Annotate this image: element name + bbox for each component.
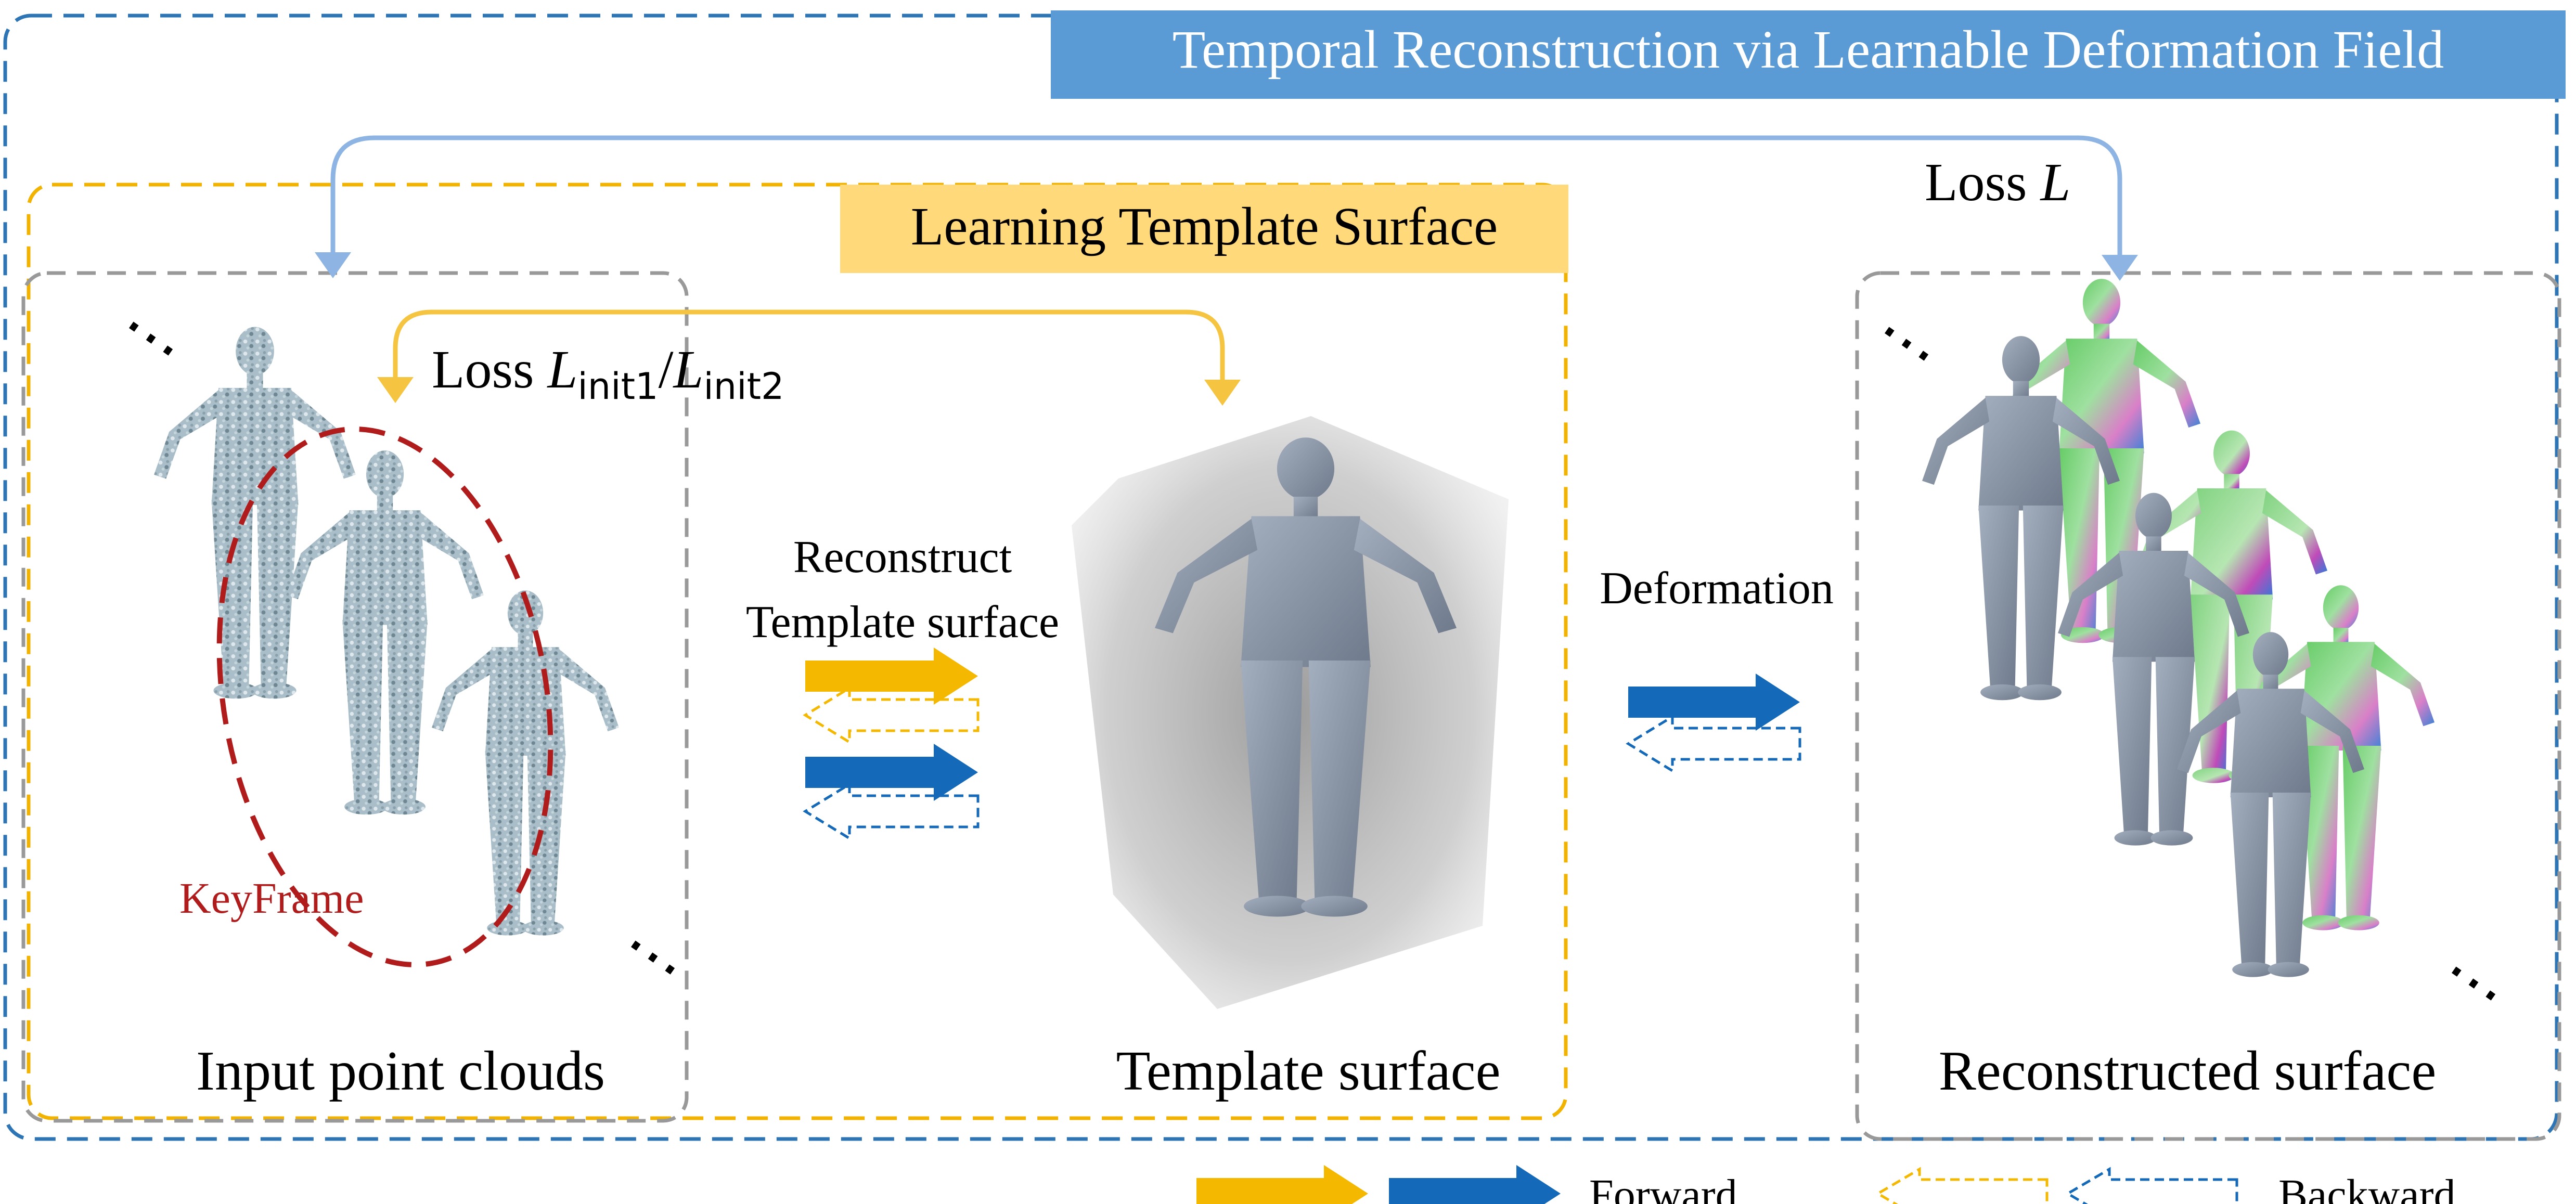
outer-section-title-box xyxy=(1051,10,2566,99)
loss-init-arrow xyxy=(393,309,1225,380)
legend-forward-label: Forward xyxy=(1589,1171,1737,1204)
input-panel-border xyxy=(21,271,689,1123)
legend-backward-label: Backward xyxy=(2278,1171,2456,1204)
reconstructed-ellipsis-top: ⋯ xyxy=(1862,296,1953,389)
reconstruct-label-line1: Reconstruct xyxy=(793,532,1012,582)
point-cloud-figures xyxy=(154,327,619,936)
reconstruct-arrows xyxy=(803,648,980,841)
loss-init-arrowhead-right xyxy=(1204,380,1241,406)
reconstruct-backward-yellow-arrow xyxy=(803,685,980,745)
loss-l-arrowhead-left xyxy=(315,252,351,278)
outer-section-border xyxy=(3,14,2559,1141)
reconstruct-backward-blue-arrow xyxy=(803,782,980,841)
keyframe-ellipse xyxy=(216,426,553,967)
point-cloud-figure-1 xyxy=(154,327,356,699)
loss-l-arrow xyxy=(330,135,2122,255)
input-ellipsis-top: ⋯ xyxy=(107,291,198,384)
template-caption: Template surface xyxy=(1116,1040,1500,1102)
template-section-title-box xyxy=(840,185,1568,273)
loss-init-arrowhead-left xyxy=(377,377,414,403)
template-section-title: Learning Template Surface xyxy=(911,197,1498,256)
template-section-border xyxy=(27,183,1568,1120)
loss-l-label: Loss L xyxy=(1925,152,2070,212)
legend: Forward Backward xyxy=(1196,1165,2456,1204)
reconstruct-forward-blue-arrow xyxy=(805,744,978,801)
legend-forward-blue-arrow xyxy=(1389,1165,1561,1204)
loss-l-arrowhead-right xyxy=(2102,255,2138,281)
legend-backward-yellow-arrow xyxy=(1875,1167,2049,1204)
reconstruct-label-line2: Template surface xyxy=(746,597,1059,648)
point-cloud-figure-2 xyxy=(286,450,484,815)
deformation-backward-blue-arrow xyxy=(1626,714,1801,773)
reconstruct-forward-yellow-arrow xyxy=(805,648,978,705)
deformation-arrows xyxy=(1626,674,1801,773)
deformation-forward-blue-arrow xyxy=(1628,674,1800,731)
reconstructed-ellipsis-bottom: ⋯ xyxy=(2429,936,2520,1029)
loss-init-label: Loss Linit1/Linit2 xyxy=(432,340,784,408)
keyframe-label: KeyFrame xyxy=(179,874,364,923)
reconstructed-caption: Reconstructed surface xyxy=(1939,1040,2437,1102)
outer-section-title: Temporal Reconstruction via Learnable De… xyxy=(1173,20,2444,80)
legend-backward-blue-arrow xyxy=(2065,1167,2238,1204)
input-caption: Input point clouds xyxy=(196,1040,605,1102)
reconstructed-figures xyxy=(1922,279,2435,977)
reconstructed-panel-border xyxy=(1855,271,2561,1141)
deformation-label: Deformation xyxy=(1600,563,1834,614)
legend-forward-yellow-arrow xyxy=(1196,1165,1368,1204)
